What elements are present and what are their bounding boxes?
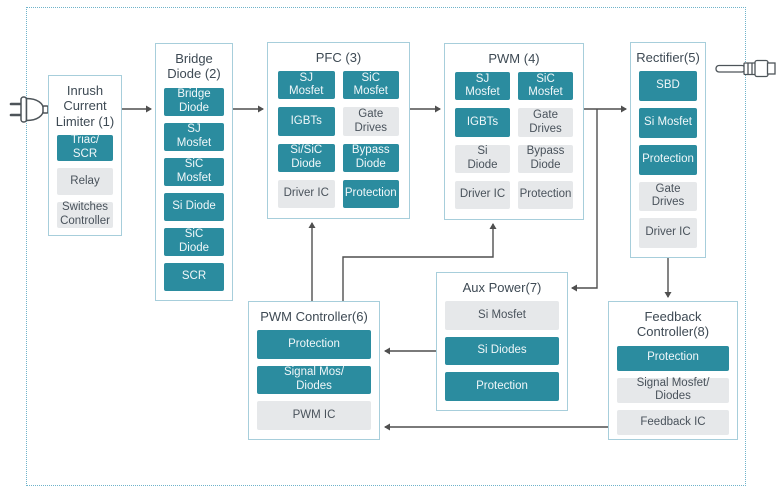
block-inrush-title: Inrush Current Limiter (1) bbox=[55, 83, 115, 129]
chip-protection: Protection bbox=[257, 330, 371, 359]
block-pwm-controller: PWM Controller(6) Protection Signal Mos/… bbox=[248, 301, 380, 440]
chip-protection: Protection bbox=[342, 179, 399, 208]
dashed-boundary bbox=[26, 7, 746, 486]
chip-si-mosfet: Si Mosfet bbox=[639, 108, 697, 138]
chip-si-diode: Si Diode bbox=[455, 144, 510, 173]
block-pfc-title: PFC (3) bbox=[315, 50, 362, 65]
block-pwm-title: PWM (4) bbox=[488, 51, 540, 66]
chip-sic-diode: SiC Diode bbox=[164, 227, 224, 256]
block-bridge-title: Bridge Diode (2) bbox=[167, 51, 221, 82]
chip-igbts: IGBTs bbox=[278, 107, 335, 136]
chip-sbd: SBD bbox=[639, 71, 697, 102]
chip-protection: Protection bbox=[445, 372, 559, 402]
block-pwm: PWM (4) SJ Mosfet SiC Mosfet IGBTs Gate … bbox=[444, 43, 584, 220]
chip-sic-mosfet: SiC Mosfet bbox=[342, 71, 399, 100]
block-rectifier-title: Rectifier(5) bbox=[636, 50, 700, 65]
chip-driver-ic: Driver IC bbox=[278, 179, 335, 208]
chip-driver-ic: Driver IC bbox=[455, 180, 510, 209]
block-aux-power-items: Si Mosfet Si Diodes Protection bbox=[437, 301, 567, 410]
chip-bypass-diode: Bypass Diode bbox=[518, 144, 573, 173]
block-pwm-controller-items: Protection Signal Mos/ Diodes PWM IC bbox=[249, 330, 379, 439]
chip-sic-mosfet: SiC Mosfet bbox=[518, 72, 573, 101]
chip-sj-mosfet: SJ Mosfet bbox=[455, 72, 510, 101]
chip-si-mosfet: Si Mosfet bbox=[445, 301, 559, 330]
block-aux-power-title: Aux Power(7) bbox=[462, 280, 542, 295]
chip-relay: Relay bbox=[57, 168, 113, 195]
chip-sj-mosfet: SJ Mosfet bbox=[164, 122, 224, 151]
block-feedback-controller-items: Protection Signal Mosfet/ Diodes Feedbac… bbox=[609, 345, 737, 445]
chip-gate-drives: Gate Drives bbox=[639, 181, 697, 212]
chip-signal-mosfet-diodes: Signal Mosfet/ Diodes bbox=[617, 377, 729, 404]
chip-driver-ic: Driver IC bbox=[639, 218, 697, 248]
chip-signal-mos-diodes: Signal Mos/ Diodes bbox=[257, 365, 371, 395]
block-pwm-controller-title: PWM Controller(6) bbox=[260, 309, 368, 324]
chip-feedback-ic: Feedback IC bbox=[617, 410, 729, 436]
chip-sic-mosfet: SiC Mosfet bbox=[164, 157, 224, 186]
chip-switches-controller: Switches Controller bbox=[57, 201, 113, 229]
block-inrush-items: Triac/ SCR Relay Switches Controller bbox=[49, 134, 121, 237]
chip-bypass-diode: Bypass Diode bbox=[342, 143, 399, 172]
chip-triac-scr: Triac/ SCR bbox=[57, 134, 113, 162]
block-feedback-controller: Feedback Controller(8) Protection Signal… bbox=[608, 301, 738, 440]
block-aux-power: Aux Power(7) Si Mosfet Si Diodes Protect… bbox=[436, 272, 568, 411]
chip-si-sic-diode: Si/SiC Diode bbox=[278, 143, 335, 172]
chip-sj-mosfet: SJ Mosfet bbox=[278, 71, 335, 100]
block-feedback-controller-title: Feedback Controller(8) bbox=[636, 309, 710, 340]
block-bridge-items: Bridge Diode SJ Mosfet SiC Mosfet Si Dio… bbox=[156, 87, 232, 300]
chip-protection: Protection bbox=[617, 345, 729, 371]
chip-si-diodes: Si Diodes bbox=[445, 336, 559, 366]
block-rectifier-items: SBD Si Mosfet Protection Gate Drives Dri… bbox=[631, 71, 705, 257]
chip-bridge-diode: Bridge Diode bbox=[164, 87, 224, 116]
chip-pwm-ic: PWM IC bbox=[257, 401, 371, 431]
chip-scr: SCR bbox=[164, 262, 224, 292]
chip-gate-drives: Gate Drives bbox=[342, 107, 399, 136]
block-pfc-items: SJ Mosfet SiC Mosfet IGBTs Gate Drives S… bbox=[268, 71, 409, 218]
chip-igbts: IGBTs bbox=[455, 108, 510, 137]
block-inrush-current-limiter: Inrush Current Limiter (1) Triac/ SCR Re… bbox=[48, 75, 122, 236]
chip-si-diode: Si Diode bbox=[164, 192, 224, 221]
chip-protection: Protection bbox=[639, 144, 697, 175]
block-rectifier: Rectifier(5) SBD Si Mosfet Protection Ga… bbox=[630, 42, 706, 258]
block-bridge-diode: Bridge Diode (2) Bridge Diode SJ Mosfet … bbox=[155, 43, 233, 301]
block-pfc: PFC (3) SJ Mosfet SiC Mosfet IGBTs Gate … bbox=[267, 42, 410, 219]
block-pwm-items: SJ Mosfet SiC Mosfet IGBTs Gate Drives S… bbox=[445, 72, 583, 219]
chip-gate-drives: Gate Drives bbox=[518, 108, 573, 137]
chip-protection: Protection bbox=[518, 180, 573, 209]
